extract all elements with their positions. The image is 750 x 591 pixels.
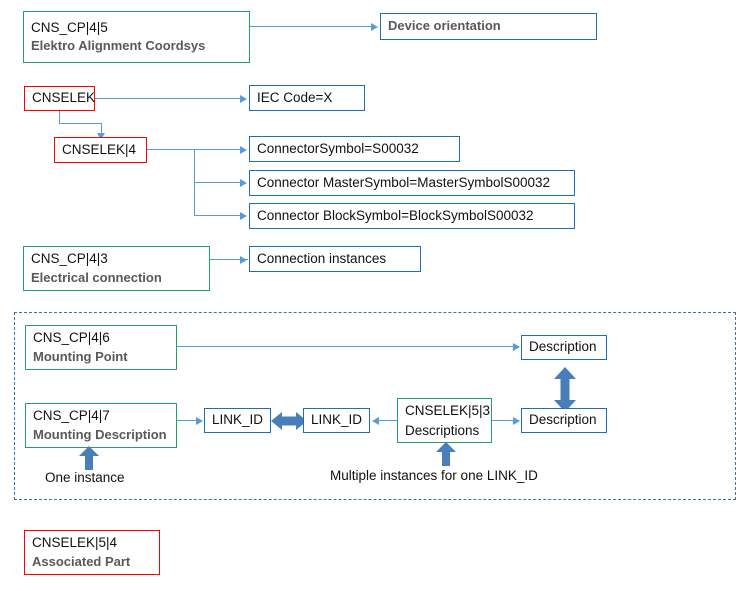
node-cnselek-5-4[interactable]: CNSELEK|5|4 Associated Part	[24, 530, 160, 575]
edge-cns46-to-description-top	[177, 346, 519, 348]
node-description-bottom-label: Description	[529, 412, 597, 428]
edge-cnselek-to-iec-code	[95, 98, 241, 100]
node-cnselek-5-4-label: Associated Part	[32, 553, 131, 569]
node-description-top[interactable]: Description	[521, 335, 607, 360]
node-iec-code[interactable]: IEC Code=X	[249, 85, 365, 111]
up-arrow-one-instance	[78, 446, 100, 470]
node-cns-cp-4-7-id: CNS_CP|4|7	[33, 408, 110, 424]
edge-cns43-to-connection-instances-arrowhead	[240, 256, 247, 264]
edge-cnselek53-to-description-bottom-arrowhead	[513, 417, 520, 425]
edge-cnselek53-to-link-id-right-arrowhead	[372, 417, 379, 425]
node-link-id-left[interactable]: LINK_ID	[204, 408, 271, 433]
node-description-top-label: Description	[529, 339, 597, 355]
node-connection-instances-label: Connection instances	[257, 250, 387, 266]
edge-cnselek-to-cnselek4-arrowhead	[97, 133, 105, 140]
edge-cnselek4-to-connector-symbol	[194, 149, 241, 151]
node-cnselek-5-4-id: CNSELEK|5|4	[32, 535, 118, 551]
node-link-id-left-label: LINK_ID	[212, 412, 264, 428]
mounting-group-frame	[14, 312, 736, 500]
node-link-id-right[interactable]: LINK_ID	[303, 408, 370, 433]
edge-cnselek4-trunk	[147, 149, 195, 151]
edge-cns45-to-device-orientation-arrowhead	[371, 23, 378, 31]
node-device-orientation-label: Device orientation	[388, 18, 501, 34]
caption-one-instance: One instance	[45, 470, 125, 485]
node-cns-cp-4-3[interactable]: CNS_CP|4|3 Electrical connection	[23, 246, 210, 291]
node-device-orientation[interactable]: Device orientation	[380, 13, 597, 40]
node-cns-cp-4-3-id: CNS_CP|4|3	[31, 251, 108, 267]
node-iec-code-label: IEC Code=X	[257, 89, 333, 105]
node-cns-cp-4-6-label: Mounting Point	[33, 348, 128, 364]
node-cnselek-5-3-label: Descriptions	[405, 422, 480, 438]
node-cnselek-5-3-id: CNSELEK|5|3	[405, 402, 491, 418]
node-cns-cp-4-5-label: Elektro Alignment Coordsys	[31, 38, 206, 54]
edge-cnselek-to-iec-code-arrowhead	[240, 95, 247, 103]
edge-cnselek-to-cnselek4-seg3	[101, 123, 103, 134]
node-cnselek[interactable]: CNSELEK	[24, 86, 95, 111]
edge-cnselek53-to-description-bottom	[492, 420, 519, 422]
edge-cnselek4-to-connector-master-symbol-arrowhead	[240, 179, 247, 187]
node-cns-cp-4-7[interactable]: CNS_CP|4|7 Mounting Description	[25, 403, 177, 448]
node-cns-cp-4-5-id: CNS_CP|4|5	[31, 19, 108, 35]
edge-cns47-to-link-id-left-arrowhead	[196, 417, 203, 425]
edge-cns45-to-device-orientation	[250, 26, 372, 28]
node-cnselek-4-label: CNSELEK|4	[62, 141, 137, 157]
edge-cnselek53-to-link-id-right	[379, 420, 398, 422]
edge-cns43-to-connection-instances	[210, 259, 248, 261]
node-cns-cp-4-5[interactable]: CNS_CP|4|5 Elektro Alignment Coordsys	[23, 11, 250, 63]
double-arrow-descriptions	[553, 367, 577, 412]
edge-cns46-to-description-top-arrowhead	[513, 343, 520, 351]
caption-multiple-instances: Multiple instances for one LINK_ID	[330, 468, 538, 483]
node-description-bottom[interactable]: Description	[521, 408, 607, 433]
node-connector-block-symbol[interactable]: Connector BlockSymbol=BlockSymbolS00032	[249, 203, 575, 229]
node-connector-block-symbol-label: Connector BlockSymbol=BlockSymbolS00032	[257, 207, 534, 223]
node-connector-master-symbol[interactable]: Connector MasterSymbol=MasterSymbolS0003…	[249, 170, 575, 196]
edge-cnselek4-to-connector-symbol-arrowhead	[240, 146, 247, 154]
edge-cnselek-to-cnselek4-seg2	[59, 123, 102, 125]
node-cnselek-label: CNSELEK	[32, 90, 96, 106]
edge-cnselek4-to-connector-block-symbol-arrowhead	[240, 212, 247, 220]
node-cnselek-5-3[interactable]: CNSELEK|5|3 Descriptions	[397, 398, 492, 443]
double-arrow-link-ids	[271, 410, 307, 432]
edge-cnselek4-to-connector-block-symbol	[194, 215, 241, 217]
node-cnselek-4[interactable]: CNSELEK|4	[54, 137, 147, 163]
node-cns-cp-4-6-id: CNS_CP|4|6	[33, 330, 110, 346]
node-connector-symbol[interactable]: ConnectorSymbol=S00032	[249, 136, 460, 162]
edge-cnselek4-to-connector-master-symbol	[194, 182, 241, 184]
edge-cns47-to-link-id-left	[177, 420, 201, 422]
node-connector-master-symbol-label: Connector MasterSymbol=MasterSymbolS0003…	[257, 174, 551, 190]
up-arrow-multiple-instances	[435, 442, 457, 466]
node-connector-symbol-label: ConnectorSymbol=S00032	[257, 140, 419, 156]
node-cns-cp-4-6[interactable]: CNS_CP|4|6 Mounting Point	[25, 325, 177, 370]
node-cns-cp-4-7-label: Mounting Description	[33, 426, 167, 442]
edge-cnselek-to-cnselek4-seg1	[59, 111, 61, 124]
node-connection-instances[interactable]: Connection instances	[249, 246, 421, 272]
node-cns-cp-4-3-label: Electrical connection	[31, 269, 162, 285]
node-link-id-right-label: LINK_ID	[311, 412, 363, 428]
